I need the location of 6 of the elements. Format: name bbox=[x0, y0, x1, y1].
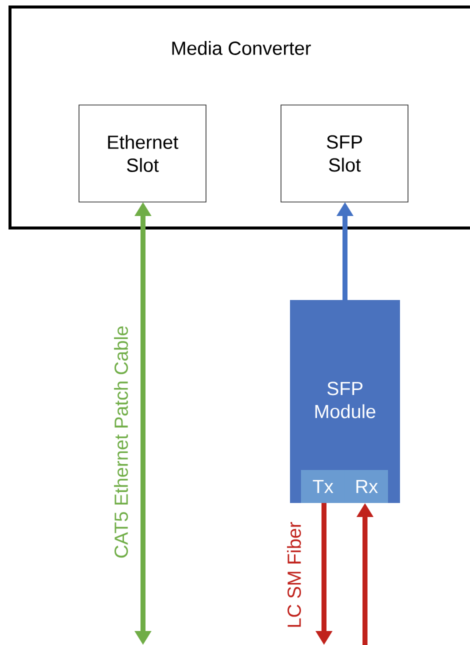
slot-box: Ethernet Slot bbox=[78, 104, 206, 202]
edge-label: LC SM Fiber bbox=[287, 522, 301, 627]
slot-box: SFP Slot bbox=[280, 104, 408, 202]
port-label: Rx bbox=[345, 470, 388, 503]
edge-label: CAT5 Ethernet Patch Cable bbox=[114, 326, 128, 558]
port-label: Tx bbox=[301, 470, 345, 503]
